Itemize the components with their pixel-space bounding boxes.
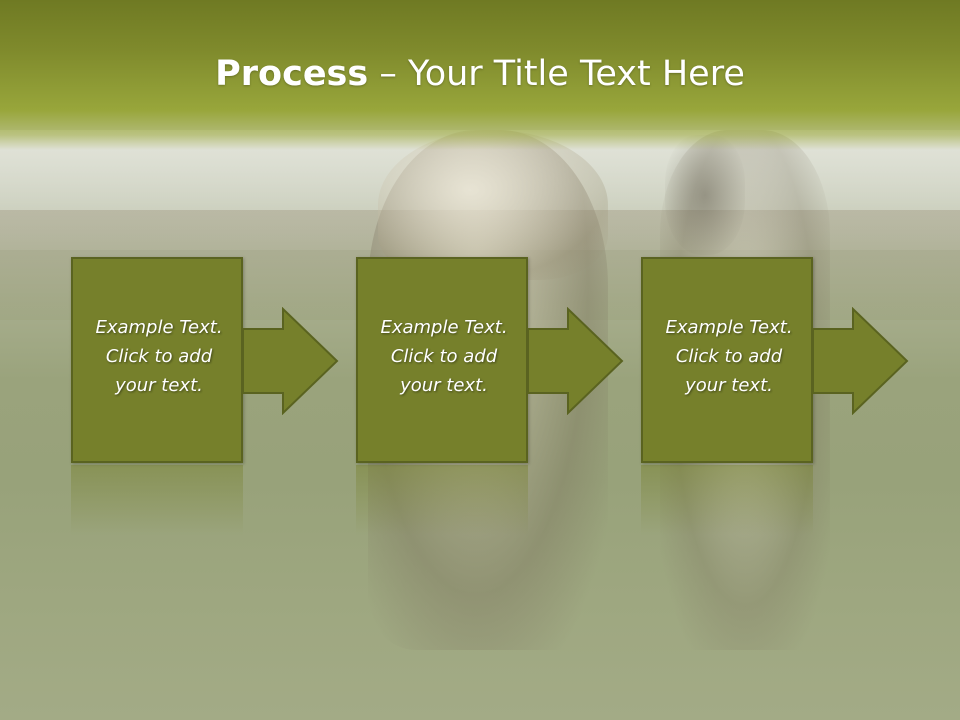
background-foal-head <box>665 135 745 255</box>
step-text-line: Click to add <box>675 346 783 367</box>
process-step-3: Example Text. Click to add your text. <box>641 257 909 535</box>
slide-title[interactable]: Process – Your Title Text Here <box>0 52 960 96</box>
title-bold: Process <box>215 54 369 94</box>
step-text-line: your text. <box>115 375 203 396</box>
title-bar <box>0 0 960 150</box>
arrow-right-icon[interactable] <box>813 307 909 415</box>
step-reflection <box>356 465 528 535</box>
step-text: Example Text. Click to add your text. <box>643 313 815 400</box>
step-text: Example Text. Click to add your text. <box>358 313 530 400</box>
title-rest: – Your Title Text Here <box>368 54 745 94</box>
arrow-right-icon[interactable] <box>243 307 339 415</box>
arrow-right-icon[interactable] <box>528 307 624 415</box>
step-text-box[interactable]: Example Text. Click to add your text. <box>356 257 528 463</box>
step-text-line: your text. <box>685 375 773 396</box>
step-text-line: Click to add <box>105 346 213 367</box>
step-text-line: Example Text. <box>95 317 223 338</box>
step-text-box[interactable]: Example Text. Click to add your text. <box>71 257 243 463</box>
process-step-2: Example Text. Click to add your text. <box>356 257 624 535</box>
step-text-line: Click to add <box>390 346 498 367</box>
step-text-line: Example Text. <box>665 317 793 338</box>
step-text-line: your text. <box>400 375 488 396</box>
step-text: Example Text. Click to add your text. <box>73 313 245 400</box>
step-text-line: Example Text. <box>380 317 508 338</box>
step-reflection <box>71 465 243 535</box>
process-step-1: Example Text. Click to add your text. <box>71 257 339 535</box>
step-reflection <box>641 465 813 535</box>
step-text-box[interactable]: Example Text. Click to add your text. <box>641 257 813 463</box>
